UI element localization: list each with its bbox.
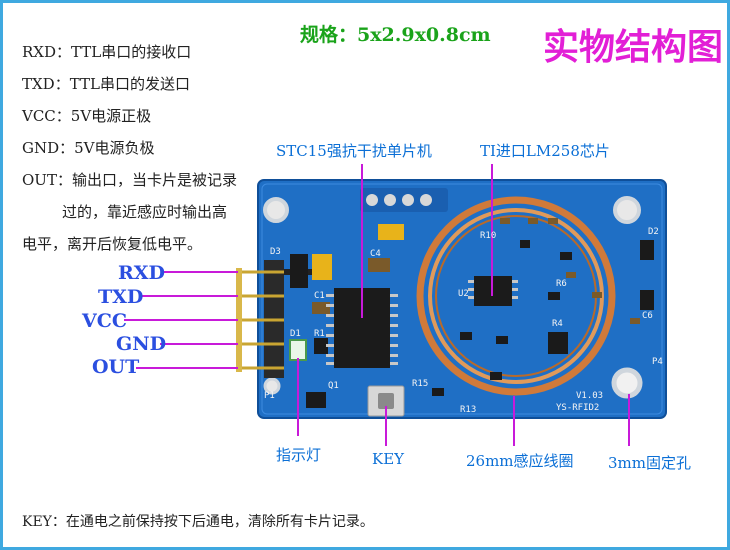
silk-version: V1.03 [576,391,603,401]
desc-out: OUT：输出口，当卡片是被记录 [22,171,237,189]
callout-indicator: 指示灯 [276,446,322,464]
component-c4 [368,258,390,272]
silk-c6: C6 [642,311,653,321]
silk-r13: R13 [460,405,476,415]
silkscreen-labels: D3 C4 C1 D1 R1 P1 Q1 R15 R13 R10 U2 R4 R… [264,227,663,415]
desc-gnd: GND：5V电源负极 [22,139,155,157]
mount-hole-bottom-left [263,377,281,395]
mcu-pins [326,294,398,365]
component-q1 [306,392,326,408]
desc-vcc: VCC：5V电源正极 [22,107,152,125]
silk-r10: R10 [480,231,496,241]
silk-u2: U2 [458,289,469,299]
silk-c1: C1 [314,291,325,301]
component-d3 [290,254,308,288]
silk-d1: D1 [290,329,301,339]
footer-note: KEY：在通电之前保持按下后通电，清除所有卡片记录。 [22,514,374,530]
silk-d3: D3 [270,247,281,257]
silk-d2: D2 [648,227,659,237]
pin-label-rxd: RXD [118,262,166,284]
callout-coil: 26mm感应线圈 [466,452,574,470]
silk-q1: Q1 [328,381,339,391]
silk-c4: C4 [370,249,381,259]
pcb-board-shade [261,183,663,415]
pin-label-txd: TXD [98,286,144,308]
silk-r15: R15 [412,379,428,389]
lm258-pins [468,280,518,299]
mount-hole-top-right [613,196,641,224]
desc-out-cont1: 过的，靠近感应时输出高 [62,203,228,221]
mount-hole-bottom-right [611,367,643,399]
callout-mcu: STC15强抗干扰单片机 [276,142,432,160]
pin-label-gnd: GND [116,333,167,355]
pin-label-out: OUT [92,356,140,378]
callout-chip: TI进口LM258芯片 [480,142,610,160]
silk-r1: R1 [314,329,325,339]
silk-r4: R4 [552,319,563,329]
header-pin-tips [236,268,242,372]
spec-label: 规格：5x2.9x0.8cm [300,24,491,46]
smd-caps [500,218,640,324]
callout-hole: 3mm固定孔 [608,454,691,472]
silk-r6: R6 [556,279,567,289]
pin-label-vcc: VCC [82,310,127,332]
silk-model: YS-RFID2 [556,403,599,413]
component-r1 [314,338,328,354]
component-tantalum [312,254,332,280]
smd-parts [432,240,654,396]
component-c1 [312,302,330,314]
callout-key: KEY [372,450,405,468]
diagram-title: 实物结构图 [543,26,724,68]
component-led [289,339,307,361]
silk-p1: P1 [264,391,275,401]
desc-txd: TXD：TTL串口的发送口 [22,75,190,93]
silk-p4: P4 [652,357,663,367]
top-pads [360,188,448,212]
component-tantalum-top [378,224,404,240]
key-button-cap [378,393,394,409]
mount-hole-top-left [263,197,289,223]
desc-rxd: RXD：TTL串口的接收口 [22,43,192,61]
leader-lines [124,164,630,446]
coil-outer [416,196,616,396]
desc-out-cont2: 电平，离开后恢复低电平。 [22,235,203,253]
